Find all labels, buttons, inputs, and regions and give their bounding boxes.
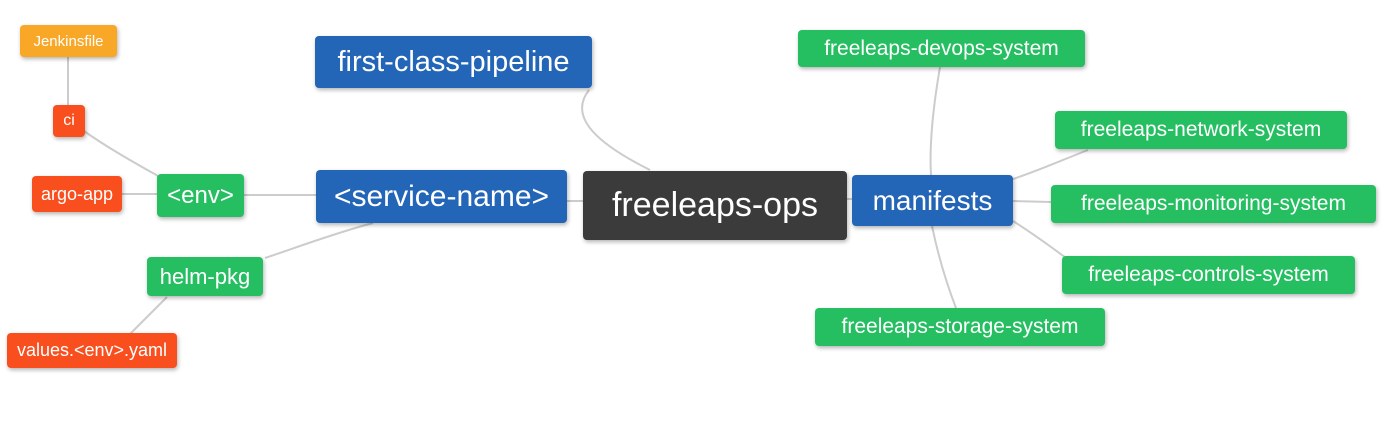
- edge-ci-env: [83, 130, 159, 177]
- node-freeleaps-controls-system-label: freeleaps-controls-system: [1088, 263, 1329, 286]
- node-ci[interactable]: ci: [53, 105, 85, 137]
- node-freeleaps-monitoring-system-label: freeleaps-monitoring-system: [1081, 192, 1346, 215]
- node-ci-label: ci: [63, 112, 75, 129]
- node-argo-app[interactable]: argo-app: [32, 176, 122, 212]
- node-values-env-yaml[interactable]: values.<env>.yaml: [7, 333, 177, 368]
- edge-values-helm-pkg: [129, 296, 168, 335]
- node-freeleaps-network-system-label: freeleaps-network-system: [1080, 118, 1322, 141]
- node-freeleaps-devops-system-label: freeleaps-devops-system: [824, 36, 1059, 60]
- edge-manifests-controls: [1012, 220, 1067, 259]
- node-freeleaps-network-system[interactable]: freeleaps-network-system: [1055, 111, 1347, 149]
- node-manifests-label: manifests: [872, 184, 993, 216]
- edge-manifests-devops: [929, 66, 941, 176]
- node-freeleaps-controls-system[interactable]: freeleaps-controls-system: [1062, 256, 1355, 294]
- node-freeleaps-devops-system[interactable]: freeleaps-devops-system: [798, 30, 1085, 67]
- node-freeleaps-monitoring-system[interactable]: freeleaps-monitoring-system: [1051, 185, 1376, 223]
- node-freeleaps-ops-label: freeleaps-ops: [611, 186, 818, 224]
- edge-manifests-storage: [931, 225, 957, 309]
- node-manifests[interactable]: manifests: [852, 175, 1013, 226]
- node-service-name[interactable]: <service-name>: [316, 170, 567, 223]
- node-argo-app-label: argo-app: [40, 183, 114, 204]
- node-jenkinsfile-label: Jenkinsfile: [33, 32, 104, 50]
- node-env-label: <env>: [167, 181, 234, 209]
- node-env[interactable]: <env>: [157, 174, 244, 217]
- edge-manifests-monitoring: [1012, 200, 1052, 203]
- node-values-env-yaml-label: values.<env>.yaml: [16, 340, 168, 360]
- node-jenkinsfile[interactable]: Jenkinsfile: [20, 25, 117, 57]
- node-first-class-pipeline-label: first-class-pipeline: [337, 45, 570, 78]
- node-helm-pkg-label: helm-pkg: [159, 263, 251, 289]
- edge-fcp-freeleaps-ops: [581, 89, 651, 171]
- node-helm-pkg[interactable]: helm-pkg: [147, 257, 263, 296]
- node-freeleaps-storage-system[interactable]: freeleaps-storage-system: [815, 308, 1105, 346]
- node-freeleaps-storage-system-label: freeleaps-storage-system: [841, 315, 1079, 338]
- node-freeleaps-ops[interactable]: freeleaps-ops: [583, 171, 847, 240]
- node-first-class-pipeline[interactable]: first-class-pipeline: [315, 36, 592, 88]
- edge-manifests-network: [1009, 149, 1089, 181]
- node-service-name-label: <service-name>: [333, 179, 550, 213]
- edge-helm-pkg-service-name: [264, 222, 374, 259]
